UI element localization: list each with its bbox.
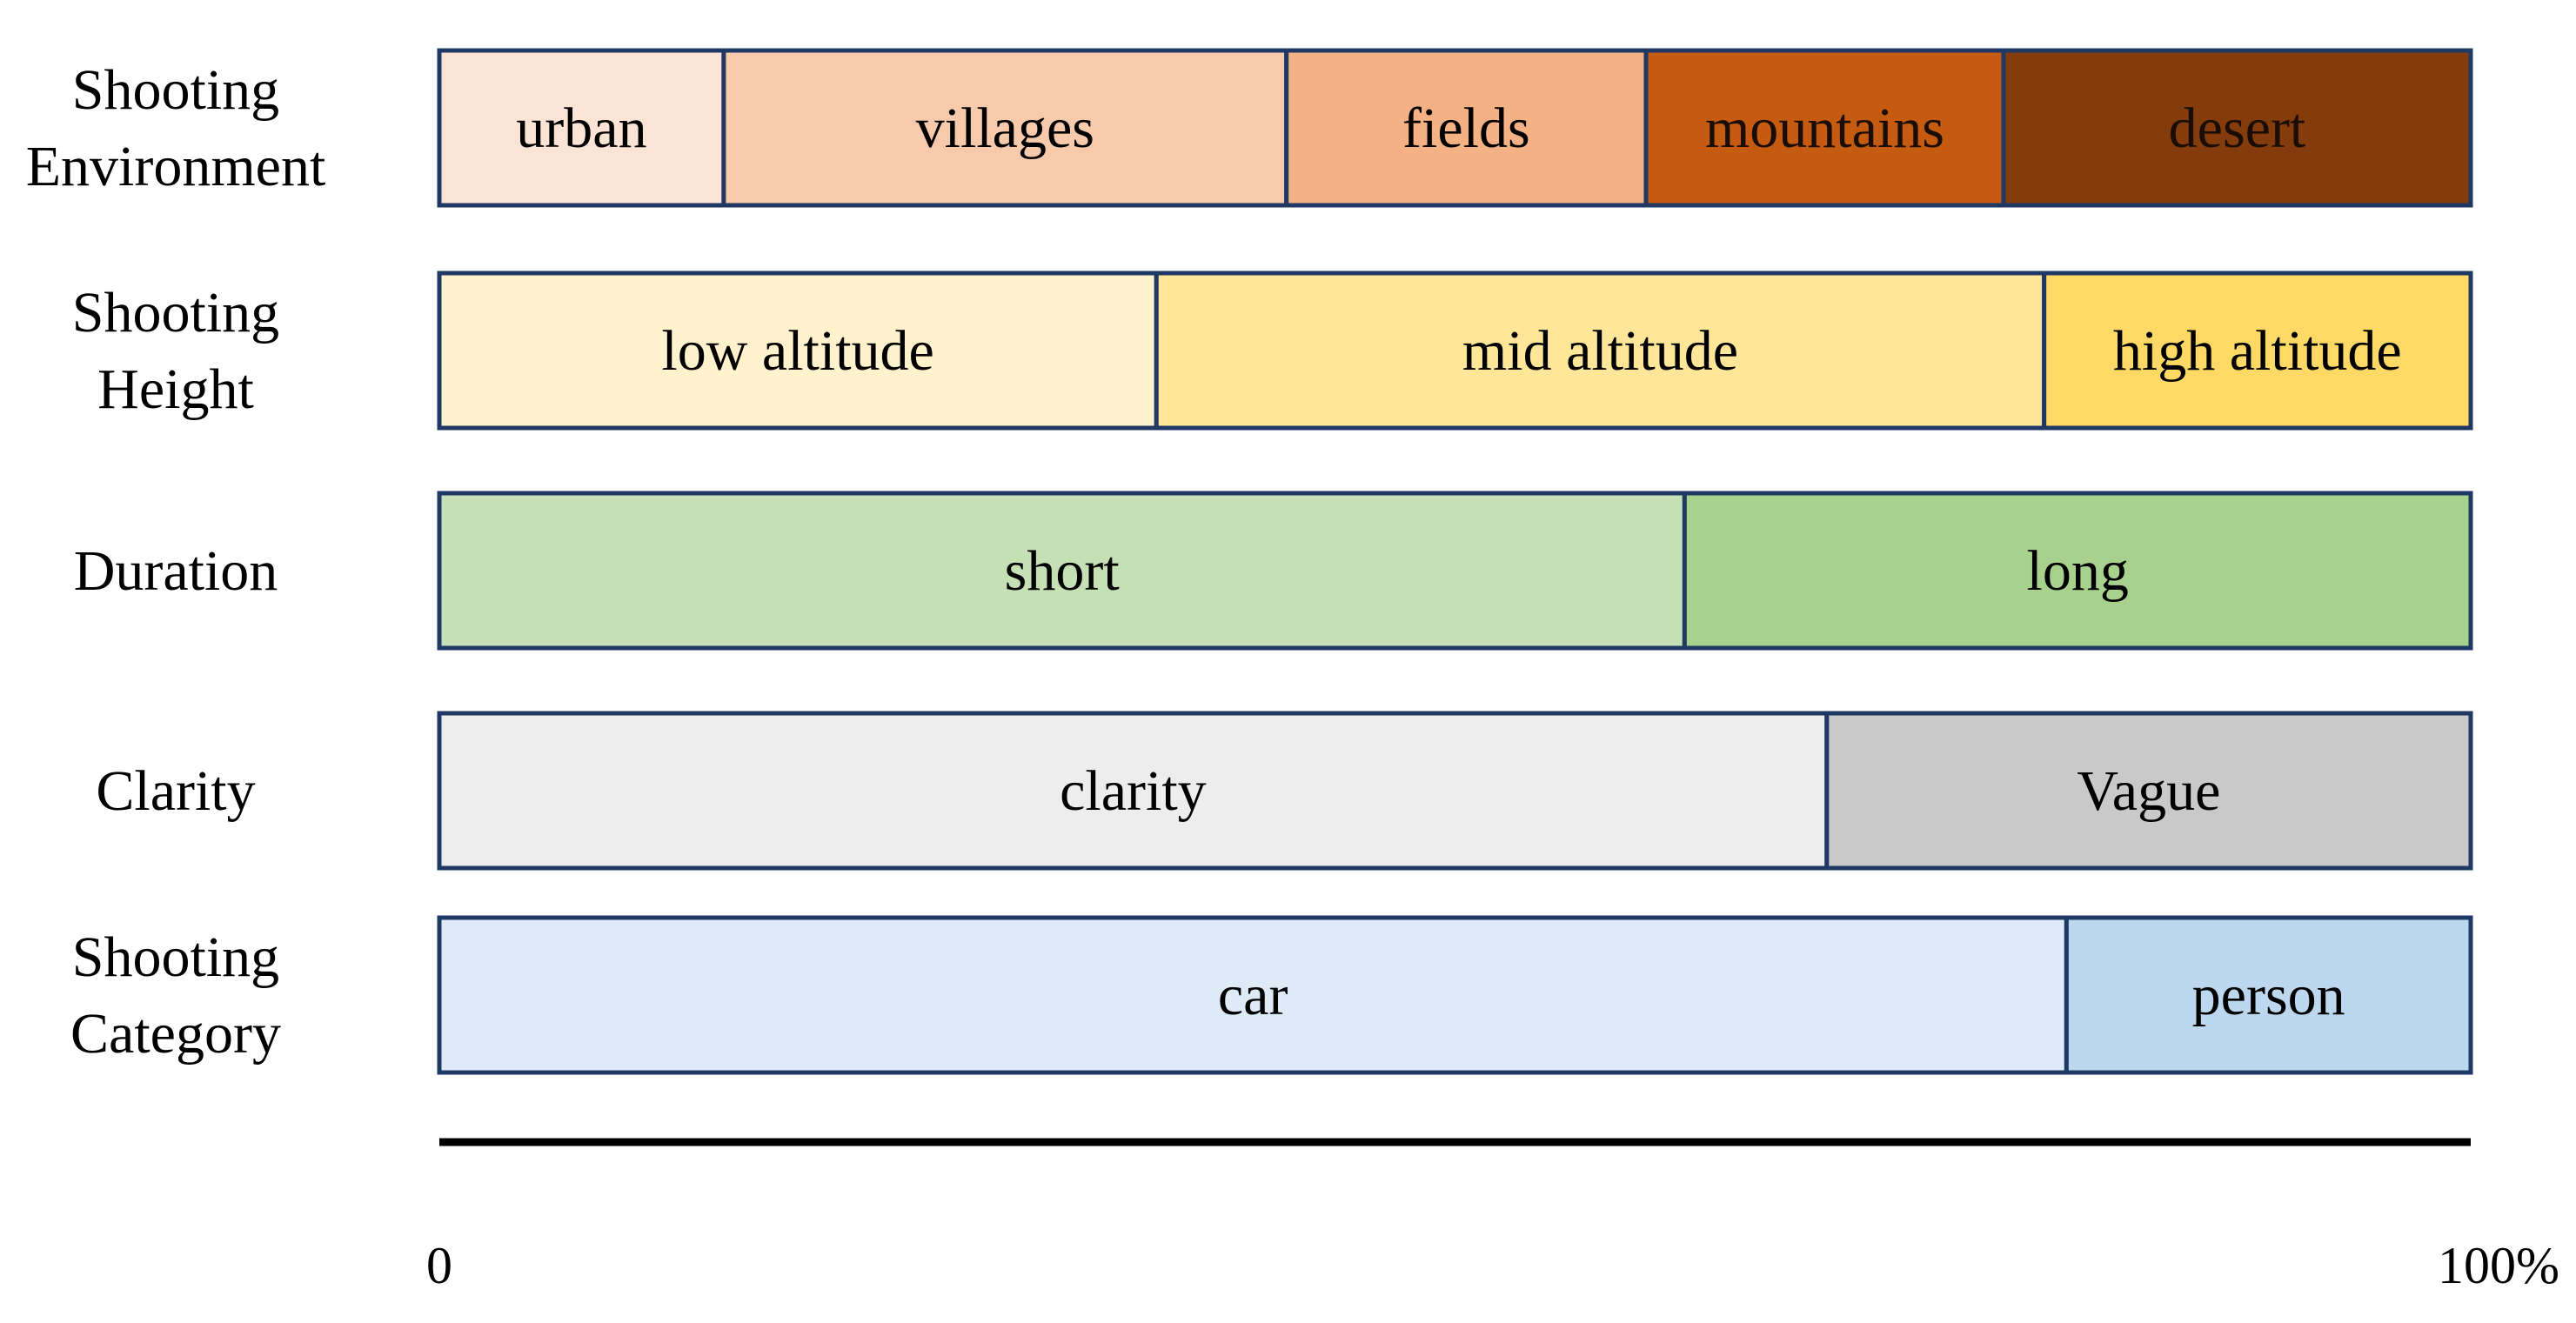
bar-segment-fields xyxy=(1284,48,1649,208)
segment-label-short: short xyxy=(1005,539,1120,603)
segment-label-vague: Vague xyxy=(2077,759,2220,823)
segment-label-high-altitude: high altitude xyxy=(2113,319,2402,383)
segment-label-low-altitude: low altitude xyxy=(661,319,933,383)
segment-label-clarity: clarity xyxy=(1060,759,1207,823)
bar-segment-mid-altitude xyxy=(1154,271,2047,431)
segment-label-fields: fields xyxy=(1402,97,1530,160)
x-tick-label-100: 100% xyxy=(2438,1237,2559,1294)
bar-segment-person xyxy=(2064,915,2473,1075)
segment-label-mountains: mountains xyxy=(1705,97,1944,160)
bar-segment-short xyxy=(437,491,1687,651)
bar-segment-car xyxy=(437,915,2069,1075)
segment-label-villages: villages xyxy=(916,97,1094,160)
segment-label-long: long xyxy=(2027,539,2129,603)
segment-label-urban: urban xyxy=(516,97,646,160)
bar-segment-desert xyxy=(2001,48,2473,208)
row-label-clarity: Clarity xyxy=(96,759,255,823)
bar-segment-villages xyxy=(721,48,1289,208)
row-label-duration: Duration xyxy=(74,539,278,603)
segment-label-car: car xyxy=(1218,964,1288,1027)
segment-label-mid-altitude: mid altitude xyxy=(1462,319,1738,383)
bar-segment-urban xyxy=(437,48,726,208)
segment-label-desert: desert xyxy=(2169,97,2306,160)
row-clarity: Clarity clarity Vague xyxy=(96,711,2473,871)
row-duration: Duration short long xyxy=(74,491,2473,651)
bar-segment-high-altitude xyxy=(2042,271,2473,431)
bar-segment-vague xyxy=(1824,711,2473,871)
segment-label-person: person xyxy=(2192,964,2345,1027)
x-tick-label-0: 0 xyxy=(426,1237,452,1294)
bar-segment-low-altitude xyxy=(437,271,1159,431)
bar-segment-long xyxy=(1682,491,2473,651)
